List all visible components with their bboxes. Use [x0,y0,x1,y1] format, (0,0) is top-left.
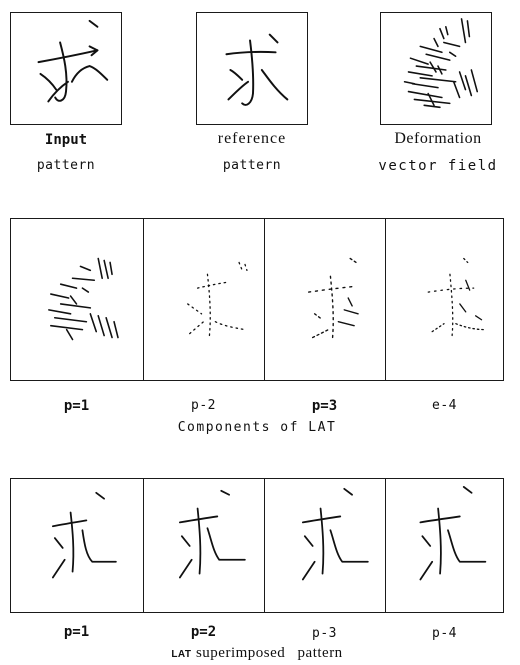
lat-component-p1 [11,219,144,380]
superimposed-caption: LAT superimposed pattern [10,645,504,662]
superimposed-label-2: p=2 [190,624,217,640]
input-pattern-panel [10,12,122,125]
caption-rest: superimposed pattern [195,645,343,661]
caption-lat-prefix: LAT [171,649,192,660]
reference-label: reference [217,130,287,147]
lat-component-p3 [265,219,386,380]
lat-component-p4 [386,219,505,380]
superimposed-label-1: p=1 [63,624,90,640]
deformation-label: Deformation [394,130,482,147]
component-label-3: p=3 [311,398,338,414]
input-label: Input [44,132,88,148]
components-caption: Components of LAT [177,420,337,435]
lat-component-p2 [144,219,265,380]
superimposed-p4 [386,479,505,612]
lat-superimposed-strip [10,478,504,613]
component-label-4: e-4 [432,398,457,413]
component-label-1: p=1 [63,398,90,414]
input-pattern-glyph [37,19,109,103]
superimposed-p2 [144,479,265,612]
reference-pattern-panel [196,12,308,125]
superimposed-p3 [265,479,386,612]
deformation-sublabel: vector field [378,158,498,174]
superimposed-label-4: p-4 [432,626,457,641]
reference-pattern-glyph [225,33,289,106]
superimposed-p1 [11,479,144,612]
deformation-vector-field [403,18,479,109]
lat-components-strip [10,218,504,381]
deformation-field-panel [380,12,492,125]
input-sublabel: pattern [36,158,96,173]
superimposed-label-3: p-3 [312,626,337,641]
component-label-2: p-2 [191,398,216,413]
reference-sublabel: pattern [222,158,282,173]
